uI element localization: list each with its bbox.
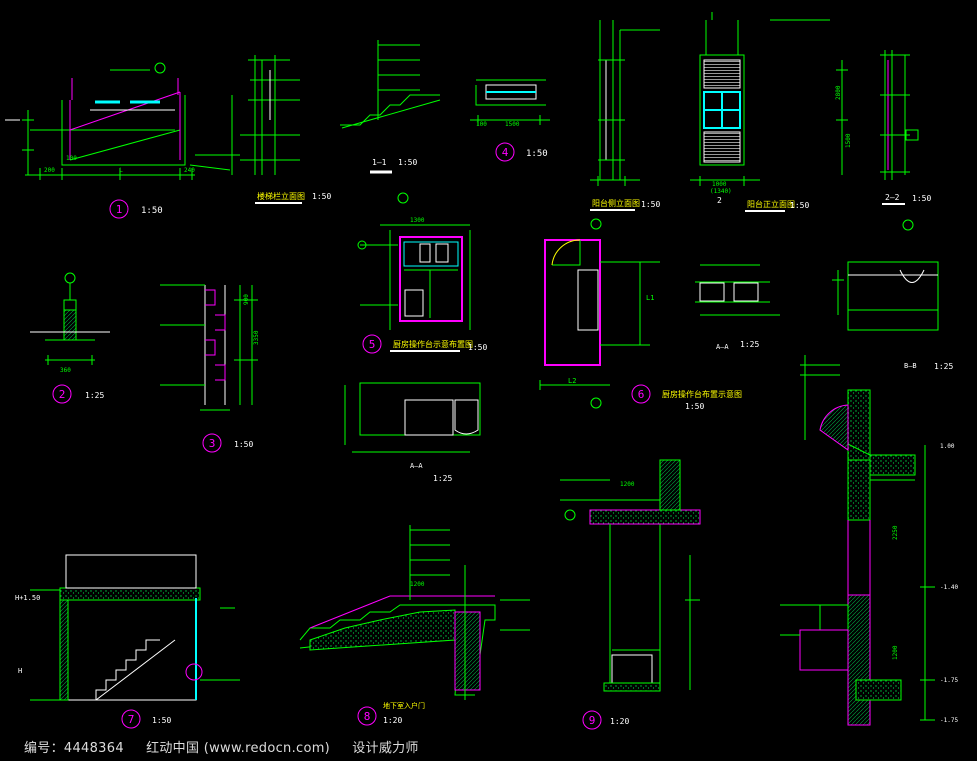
wall-section-drawing: [780, 355, 935, 726]
wall-level-m140: -1.40: [940, 584, 958, 591]
detail-7-h150: H+1.50: [15, 594, 40, 602]
section-22-scale: 1:50: [912, 194, 931, 203]
detail-6-number: 6: [638, 388, 645, 401]
detail-1-dim-240: 240: [184, 167, 195, 174]
counter-section-label: A—A: [410, 462, 423, 470]
detail-5-title: 厨房操作台示意布置图: [393, 339, 473, 349]
detail-5-number: 5: [369, 338, 376, 351]
wall-dim-1200: 1200: [892, 645, 899, 660]
detail-4-scale: 1:50: [526, 149, 548, 159]
balcony-front-dim-1340: (1340): [710, 188, 732, 195]
counter-section-drawing: [344, 382, 481, 453]
section-right-scale: 1:25: [934, 362, 953, 371]
detail-7-number: 7: [128, 713, 135, 726]
detail-9-bubble: 9: [582, 710, 602, 730]
balcony-front-dim-1000: 1000: [712, 181, 727, 188]
detail-3-dim-3350: 3350: [253, 330, 260, 345]
detail-9-number: 9: [589, 714, 596, 727]
detail-8-number: 8: [364, 710, 371, 723]
section-22-label: 2—2: [885, 193, 900, 202]
section-bb-label: B—B: [904, 362, 917, 370]
detail-1-number: 1: [116, 203, 123, 216]
wall-level-m175: -1.75: [940, 677, 958, 684]
detail-9-scale: 1:20: [610, 717, 629, 726]
detail-1-drawing: [5, 62, 240, 180]
balcony-front-scale: 1:50: [790, 201, 809, 210]
detail-2-number: 2: [59, 388, 66, 401]
detail-4-drawing: [470, 79, 550, 125]
footer-serial: 编号：4448364: [24, 741, 124, 756]
section-11-scale: 1:50: [398, 158, 417, 167]
section-22-dim-2800: 2800: [835, 85, 842, 100]
balcony-front-marker-2: 2: [717, 196, 722, 205]
counter-section-scale: 1:25: [433, 474, 452, 483]
balcony-side-elevation-drawing: [590, 20, 660, 186]
watermark-footer: 编号：4448364 红动中国 (www.redocn.com) 设计威力师: [24, 737, 419, 756]
detail-2-bubble: 2: [52, 384, 72, 404]
detail-2-scale: 1:25: [85, 391, 104, 400]
section-aa-drawing: [695, 264, 780, 316]
section-bb-drawing: [832, 219, 939, 331]
detail-7-drawing: [30, 554, 240, 701]
detail-6-scale: 1:50: [685, 402, 704, 411]
detail-3-dim-900: 900: [243, 294, 250, 305]
detail-4-dim-1500: 1500: [505, 121, 520, 128]
wall-level-m175b: -1.75: [940, 717, 958, 724]
detail-4-number: 4: [502, 146, 509, 159]
detail-6-title: 厨房操作台布置示意图: [662, 389, 742, 399]
footer-author: 设计威力师: [352, 741, 419, 756]
detail-5-drawing: [357, 192, 471, 330]
detail-1-bubble: 1: [109, 199, 129, 219]
section-aa-scale: 1:25: [740, 340, 759, 349]
detail-3-bubble: 3: [202, 433, 222, 453]
detail-6-dim-l1: L1: [646, 294, 654, 302]
section-22-dim-1500: 1500: [845, 133, 852, 148]
detail-7-h: H: [18, 667, 22, 675]
detail-1-title: 楼梯栏立面图: [257, 191, 305, 201]
rail-section-drawing: [231, 55, 300, 175]
balcony-side-title: 阳台侧立面图: [592, 198, 640, 208]
detail-1-title-scale: 1:50: [312, 192, 331, 201]
detail-6-bubble: 6: [631, 384, 651, 404]
wall-dim-2250: 2250: [892, 525, 899, 540]
section-11-label: 1—1: [372, 158, 387, 167]
detail-8-dim-1200: 1200: [410, 581, 425, 588]
detail-8-drawing: [299, 525, 530, 700]
detail-9-drawing: [560, 459, 701, 692]
detail-3-drawing: [160, 284, 258, 411]
detail-1-dim-l: L: [119, 167, 123, 174]
wall-level-100: 1.00: [940, 443, 955, 450]
detail-3-scale: 1:50: [234, 440, 253, 449]
detail-1-scale: 1:50: [141, 206, 163, 216]
detail-7-bubble: 7: [121, 709, 141, 729]
detail-2-dim-360: 360: [60, 367, 71, 374]
detail-6-drawing: [539, 218, 660, 409]
section-aa-label: A—A: [716, 343, 729, 351]
balcony-side-scale: 1:50: [641, 200, 660, 209]
detail-5-scale: 1:50: [468, 343, 487, 352]
detail-5-dim-1300: 1300: [410, 217, 425, 224]
balcony-front-elevation-drawing: [690, 12, 830, 186]
detail-9-dim-1200: 1200: [620, 481, 635, 488]
detail-7-scale: 1:50: [152, 716, 171, 725]
detail-5-bubble: 5: [362, 334, 382, 354]
detail-4-dim-100: 100: [476, 121, 487, 128]
section-11-drawing: [340, 40, 441, 129]
footer-site[interactable]: 红动中国 (www.redocn.com): [146, 741, 331, 756]
detail-8-title: 地下室入户门: [383, 701, 425, 710]
detail-3-number: 3: [209, 437, 216, 450]
balcony-front-title: 阳台正立面图: [747, 199, 795, 209]
detail-8-bubble: 8: [357, 706, 377, 726]
detail-2-drawing: [30, 272, 110, 365]
section-22-drawing: [836, 50, 919, 180]
detail-4-bubble: 4: [495, 142, 515, 162]
detail-1-dim-200: 200: [44, 167, 55, 174]
detail-1-dim-100: 100: [66, 155, 77, 162]
detail-8-scale: 1:20: [383, 716, 402, 725]
detail-6-dim-l2: L2: [568, 377, 576, 385]
